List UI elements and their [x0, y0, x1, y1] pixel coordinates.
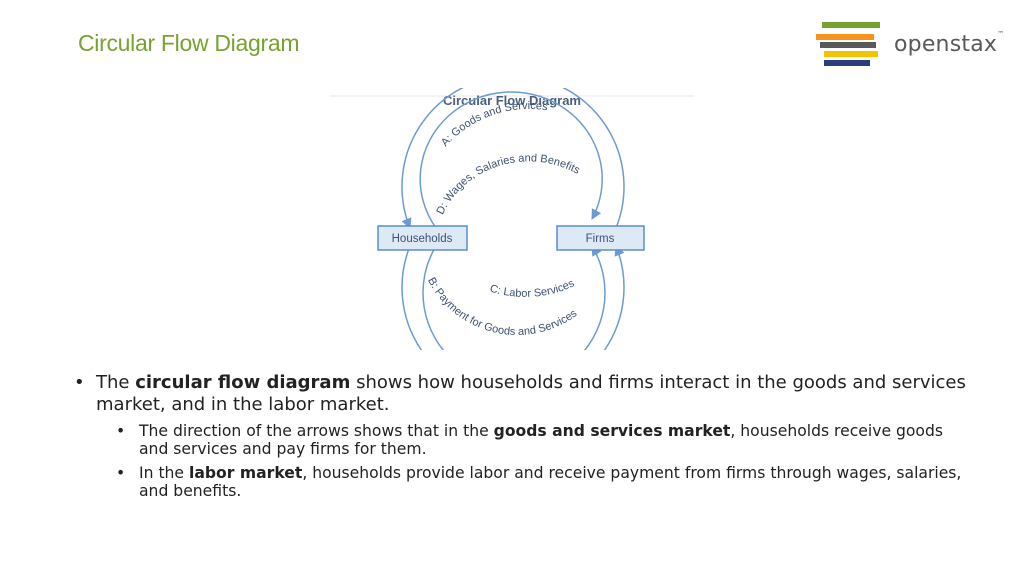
- logo-stripe-yellow: [824, 51, 878, 57]
- flow-label-d: D: Wages, Salaries and Benefits: [435, 152, 583, 216]
- circular-flow-diagram: Circular Flow Diagram Households Firms A…: [330, 74, 694, 400]
- bullet-dot: •: [116, 464, 126, 482]
- bullet-main: •The circular flow diagram shows how hou…: [74, 372, 966, 415]
- firms-box: [556, 225, 645, 251]
- bullet-dot: •: [116, 422, 126, 440]
- households-box: [377, 225, 468, 251]
- logo-stripe-green: [822, 22, 880, 28]
- bullet-sub-labor-market: •In the labor market, households provide…: [116, 464, 962, 500]
- firms-label: Firms: [586, 233, 615, 245]
- logo-wordmark: openstax™: [894, 30, 1005, 57]
- logo-stripe-gray: [820, 42, 876, 48]
- bullet-sub-goods-market: •The direction of the arrows shows that …: [116, 422, 943, 458]
- slide-title: Circular Flow Diagram: [78, 30, 300, 56]
- bullet-dot: •: [74, 372, 85, 393]
- logo-stripes-icon: [816, 22, 880, 66]
- logo-stripe-orange: [816, 34, 874, 40]
- logo-stripe-navy: [824, 60, 870, 66]
- diagram-title: Circular Flow Diagram: [443, 93, 581, 108]
- openstax-logo: openstax™: [812, 20, 1012, 68]
- flow-label-c: C: Labor Services: [488, 277, 576, 300]
- bullet-list: •The circular flow diagram shows how hou…: [74, 372, 974, 500]
- arrow-wages-salaries-benefits: [419, 91, 603, 229]
- households-label: Households: [392, 233, 453, 245]
